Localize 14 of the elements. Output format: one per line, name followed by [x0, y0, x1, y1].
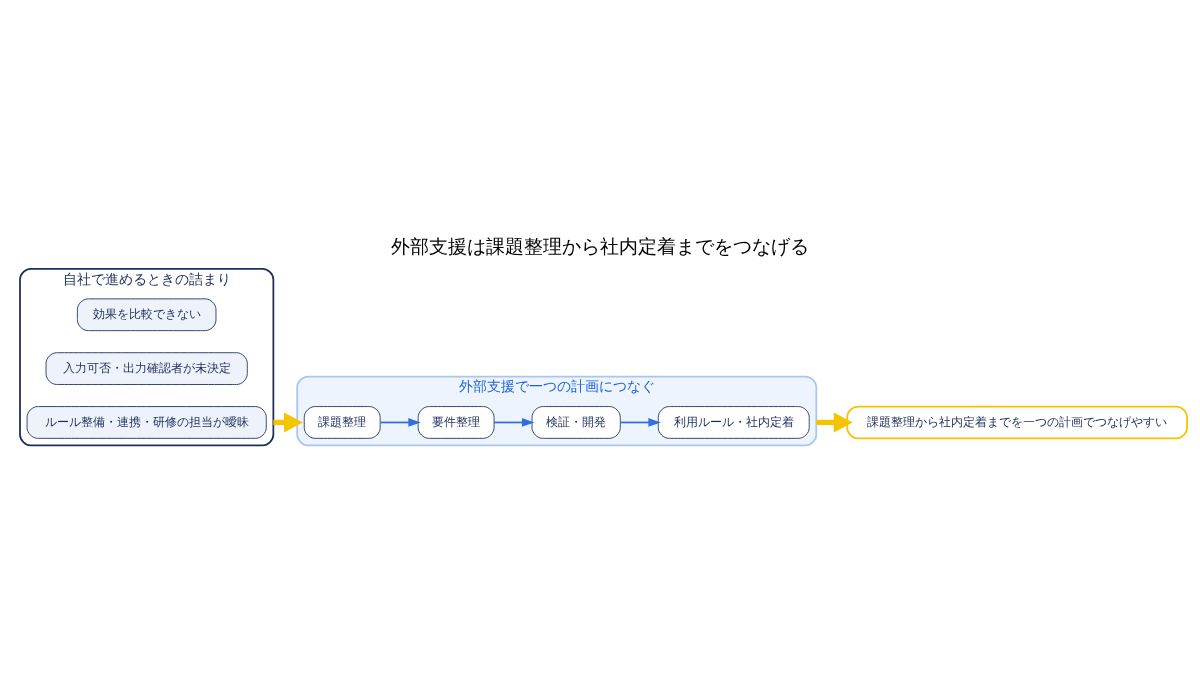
node-box: 効果を比較できない	[76, 298, 217, 332]
node-box: 入力可否・出力確認者が未決定	[45, 352, 248, 385]
node-box: ルール整備・連携・研修の担当が曖昧	[26, 406, 267, 439]
arrow	[493, 418, 535, 427]
diagram-title: 外部支援は課題整理から社内定着までをつなげる	[391, 234, 809, 258]
arrow	[619, 418, 661, 427]
node-box: 利用ルール・社内定着	[657, 406, 810, 439]
node-box: 検証・開発	[531, 406, 621, 439]
arrow	[379, 418, 421, 427]
node-box: 課題整理	[303, 406, 381, 439]
arrow	[816, 412, 853, 433]
node-box: 要件整理	[417, 406, 495, 439]
node-box: 課題整理から社内定着までを一つの計画でつなげやすい	[846, 405, 1188, 440]
arrow	[273, 412, 303, 433]
